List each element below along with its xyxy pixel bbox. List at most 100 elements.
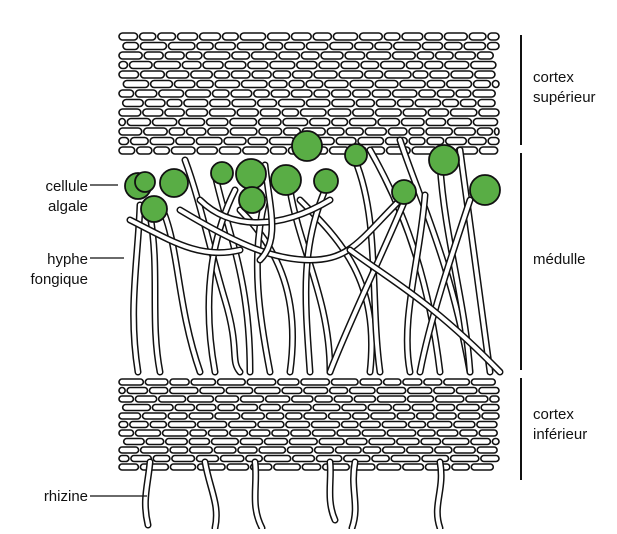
hypha-lumen bbox=[158, 200, 200, 372]
cortex-cell bbox=[293, 71, 313, 78]
cortex-cell bbox=[210, 100, 230, 107]
cortex-cell bbox=[477, 422, 497, 428]
cortex-cell bbox=[378, 119, 399, 126]
cortex-cell bbox=[123, 81, 148, 88]
cortex-cell bbox=[376, 100, 395, 107]
cortex-cell bbox=[375, 81, 398, 88]
rhizine-lumen bbox=[352, 462, 355, 528]
cortex-cell bbox=[342, 405, 366, 411]
cortex-cell bbox=[482, 413, 499, 419]
cortex-cell bbox=[381, 62, 405, 69]
cortex-cell bbox=[222, 33, 238, 40]
cortex-cell bbox=[268, 33, 290, 40]
cortex-cell bbox=[492, 81, 499, 88]
cortex-cell bbox=[437, 90, 454, 97]
cortex-cell bbox=[452, 464, 469, 470]
cortex-cell bbox=[354, 396, 375, 402]
cortex-cell bbox=[384, 379, 401, 385]
cortex-cell bbox=[165, 109, 184, 116]
cortex-cell bbox=[219, 147, 240, 154]
cortex-cell bbox=[127, 119, 150, 126]
cortex-cell bbox=[446, 138, 467, 145]
cortex-cell bbox=[377, 396, 405, 402]
cortex-cell bbox=[488, 138, 499, 145]
cortex-cell bbox=[447, 81, 472, 88]
cortex-cell bbox=[186, 90, 211, 97]
cortex-cell bbox=[168, 413, 187, 419]
cortex-cell bbox=[339, 71, 363, 78]
algal-cell bbox=[141, 196, 167, 222]
cortex-cell bbox=[215, 396, 238, 402]
cortex-cell bbox=[119, 464, 138, 470]
cortex-cell bbox=[255, 388, 280, 394]
cortex-cell bbox=[471, 464, 493, 470]
cortex-cell bbox=[454, 128, 475, 135]
cortex-cell bbox=[314, 71, 337, 78]
cortex-cell bbox=[397, 100, 413, 107]
cortex-cell bbox=[240, 33, 265, 40]
cortex-cell bbox=[231, 90, 252, 97]
cortex-cell bbox=[345, 52, 365, 59]
cortex-cell bbox=[240, 439, 262, 445]
cortex-cell bbox=[444, 33, 467, 40]
cortex-cell bbox=[153, 456, 170, 462]
cortex-cell bbox=[150, 422, 166, 428]
cortex-cell bbox=[252, 71, 271, 78]
cortex-cell bbox=[443, 100, 459, 107]
cortex-cell bbox=[330, 43, 353, 50]
cortex-cell bbox=[119, 430, 133, 436]
cortex-cell bbox=[154, 147, 170, 154]
cortex-cell bbox=[227, 464, 249, 470]
cortex-cell bbox=[145, 100, 165, 107]
cortex-cell bbox=[313, 405, 340, 411]
cortex-cell bbox=[286, 413, 302, 419]
cortex-cell bbox=[166, 71, 188, 78]
cortex-cell bbox=[450, 109, 476, 116]
cortex-cell bbox=[198, 422, 227, 428]
cortex-cell bbox=[186, 52, 202, 59]
cortex-cell bbox=[444, 379, 470, 385]
cortex-cell bbox=[424, 379, 442, 385]
cortex-cell bbox=[287, 447, 312, 453]
cortex-cell bbox=[131, 138, 149, 145]
cortex-cell bbox=[457, 405, 479, 411]
cortex-cell bbox=[208, 128, 228, 135]
cortex-cell bbox=[342, 422, 358, 428]
cortex-cell bbox=[291, 430, 311, 436]
cortex-cell bbox=[471, 439, 491, 445]
cortex-cell bbox=[369, 439, 395, 445]
cortex-cell bbox=[425, 33, 443, 40]
cortex-cell bbox=[140, 43, 166, 50]
cortex-cell bbox=[367, 52, 391, 59]
cortex-cell bbox=[252, 52, 277, 59]
cortex-cell bbox=[273, 71, 290, 78]
cortex-cell bbox=[455, 52, 475, 59]
cortex-cell bbox=[123, 100, 144, 107]
cortex-cell bbox=[408, 396, 434, 402]
cortex-cell bbox=[304, 413, 327, 419]
cortex-cell bbox=[230, 119, 257, 126]
cortex-cell bbox=[119, 396, 133, 402]
cortex-cell bbox=[159, 90, 184, 97]
cortex-cell bbox=[270, 62, 295, 69]
cortex-cell bbox=[119, 52, 142, 59]
cortex-cell bbox=[341, 62, 359, 69]
cortex-cell bbox=[353, 90, 371, 97]
cortex-cell bbox=[279, 52, 299, 59]
label-rhizine: rhizine bbox=[20, 487, 88, 507]
cortex-cell bbox=[372, 90, 390, 97]
cortex-cell bbox=[412, 405, 434, 411]
cortex-cell bbox=[282, 388, 302, 394]
cortex-cell bbox=[200, 388, 224, 394]
cortex-cell bbox=[179, 119, 205, 126]
cortex-cell bbox=[265, 439, 288, 445]
cortex-cell bbox=[350, 81, 373, 88]
cortex-cell bbox=[163, 430, 188, 436]
cortex-cell bbox=[270, 147, 286, 154]
cortex-cell bbox=[495, 128, 499, 135]
cortex-cell bbox=[212, 90, 229, 97]
cortex-cell bbox=[436, 405, 454, 411]
cortex-cell bbox=[176, 138, 194, 145]
